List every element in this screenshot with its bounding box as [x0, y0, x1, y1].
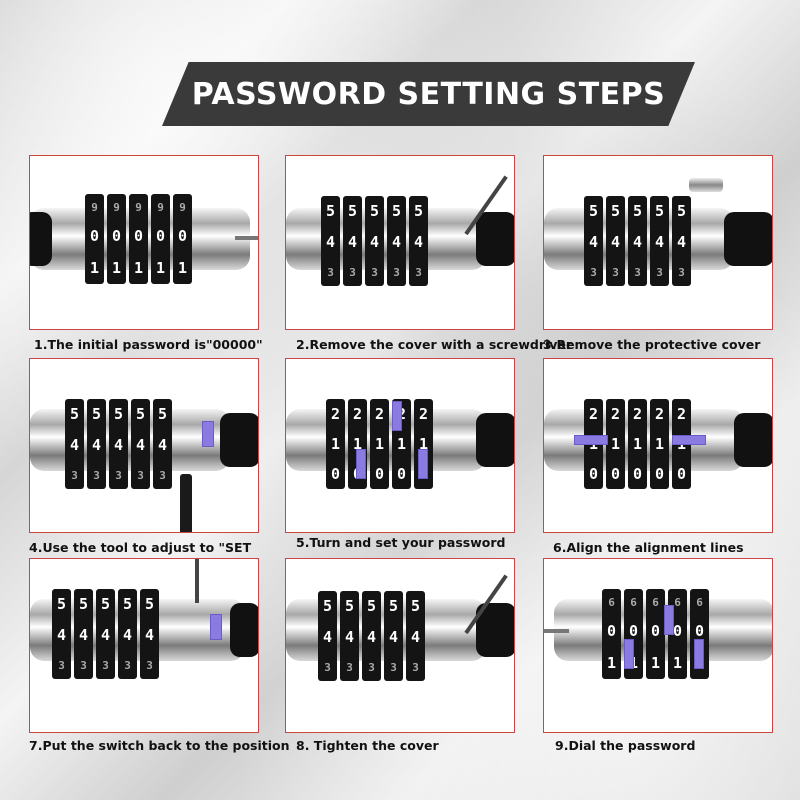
lock-grip: [476, 413, 514, 467]
step-1-caption: 1.The initial password is"00000": [34, 337, 263, 352]
step-6-image: 210 210 210 210 210: [543, 358, 773, 533]
lock-body: [30, 409, 230, 471]
combination-wheels: 210 210 210 210 210: [326, 399, 433, 489]
combination-wheels: 210 210 210 210 210: [584, 399, 691, 489]
arrow-left-icon: [574, 435, 608, 445]
protective-cover-part: [689, 178, 723, 192]
step-6-caption: 6.Align the alignment lines: [553, 540, 744, 555]
arrow-down-icon: [418, 449, 428, 479]
lock-body: [286, 208, 486, 270]
lock-grip: [734, 413, 772, 467]
screwdriver-icon: [195, 559, 199, 603]
lock-grip: [476, 212, 514, 266]
lock-cable: [235, 236, 258, 240]
arrow-up-icon: [664, 605, 674, 635]
arrow-down-icon: [694, 639, 704, 669]
lock-grip: [220, 413, 258, 467]
adjust-tool-icon: [180, 474, 192, 532]
lock-cable: [544, 629, 569, 633]
arrow-down-icon: [624, 639, 634, 669]
step-8-caption: 8. Tighten the cover: [296, 738, 439, 753]
step-9-caption: 9.Dial the password: [555, 738, 696, 753]
page-title: PASSWORD SETTING STEPS: [191, 76, 666, 112]
lock-grip: [724, 212, 772, 266]
arrow-down-icon: [202, 421, 214, 447]
arrow-up-icon: [392, 401, 402, 431]
step-5-caption: 5.Turn and set your password: [296, 535, 506, 550]
step-7-caption: 7.Put the switch back to the position: [29, 738, 290, 753]
step-9-image: 601 601 601 601 601: [543, 558, 773, 733]
arrow-right-icon: [672, 435, 706, 445]
step-2-caption: 2.Remove the cover with a screwdriver: [296, 337, 573, 352]
step-3-caption: 3.Remove the protective cover: [543, 337, 761, 352]
combination-wheels: 601 601 601 601 601: [602, 589, 709, 679]
arrow-up-icon: [210, 614, 222, 640]
step-4-caption: 4.Use the tool to adjust to "SET: [29, 540, 252, 555]
lock-grip: [30, 212, 52, 266]
lock-grip: [230, 603, 258, 657]
arrow-down-icon: [356, 449, 366, 479]
title-banner: PASSWORD SETTING STEPS: [162, 62, 695, 126]
step-5-image: 210 210 210 210 210: [285, 358, 515, 533]
